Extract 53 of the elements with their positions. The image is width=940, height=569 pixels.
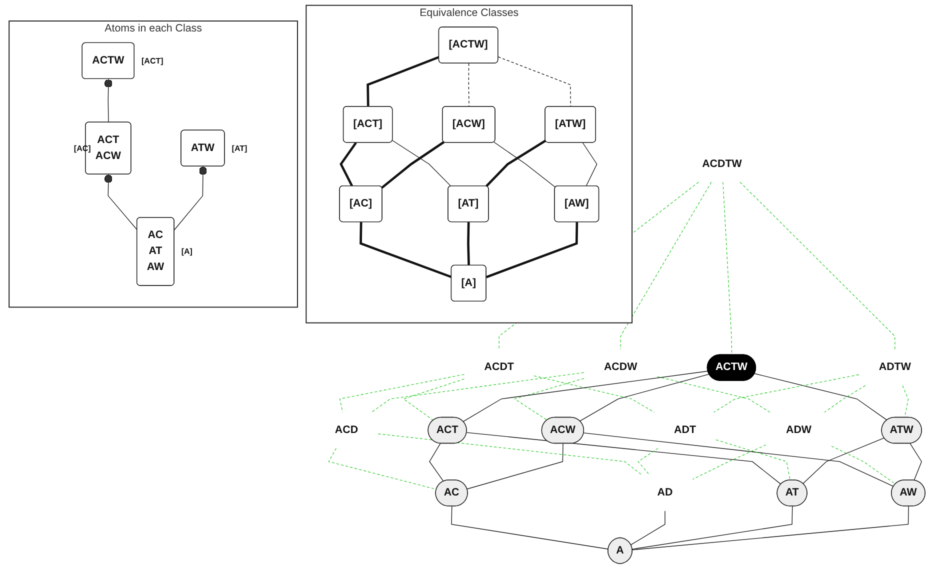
node-label: [AT] — [232, 143, 248, 153]
connector — [174, 166, 207, 230]
connector — [656, 376, 770, 413]
connector — [486, 222, 578, 278]
node-text: ADTW — [878, 362, 911, 373]
node-label: [A] — [181, 246, 192, 256]
node-text: ADW — [786, 424, 812, 436]
node-text: ACDW — [604, 362, 638, 373]
connector — [534, 375, 655, 413]
connector — [366, 56, 440, 107]
connector — [716, 439, 790, 481]
connector — [378, 433, 642, 476]
node-label: [ACT] — [141, 56, 164, 66]
connector — [580, 374, 710, 422]
connector — [692, 444, 766, 480]
node-text: ADT — [674, 424, 696, 436]
connector — [360, 222, 452, 278]
node-text: ACD — [334, 424, 358, 436]
connector — [802, 438, 885, 484]
connector — [402, 378, 465, 421]
connector — [466, 432, 782, 485]
connector — [328, 448, 437, 490]
connector — [910, 443, 922, 481]
connector — [514, 378, 584, 421]
connector — [371, 372, 584, 413]
connector — [466, 443, 564, 490]
node-text: ACDT — [484, 362, 514, 373]
connector — [467, 222, 470, 266]
connector — [632, 506, 793, 550]
connector — [381, 141, 445, 189]
connector — [630, 510, 666, 546]
connector — [462, 370, 708, 422]
connector — [486, 140, 546, 188]
connector — [632, 506, 909, 550]
connector — [902, 385, 909, 418]
connector — [754, 373, 888, 421]
connector — [498, 56, 571, 108]
connector — [620, 182, 712, 350]
connector — [714, 374, 860, 413]
node-text: ACDTW — [702, 158, 742, 170]
connector — [740, 182, 896, 350]
connector — [468, 63, 470, 108]
connector — [104, 78, 112, 123]
connector — [339, 374, 465, 413]
connector — [722, 182, 732, 356]
connector — [824, 385, 866, 413]
connector — [831, 446, 896, 484]
node-text: AD — [657, 486, 673, 498]
connector — [104, 174, 138, 230]
connector — [392, 140, 452, 187]
connector — [451, 506, 609, 550]
connector — [583, 432, 894, 487]
connector — [494, 142, 556, 188]
